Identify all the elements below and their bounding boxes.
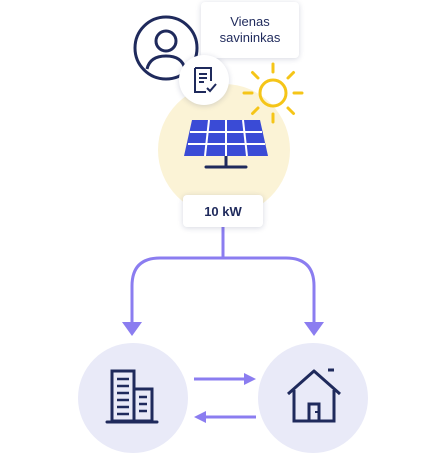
office-building-icon (105, 369, 159, 424)
document-check-icon (194, 67, 217, 93)
owner-label-line2: savininkas (219, 30, 281, 45)
to-building-arrow-head (194, 411, 206, 423)
owner-label-box: Vienas savininkas (201, 2, 299, 58)
house-circle (258, 343, 368, 453)
sun-icon (242, 62, 304, 124)
house-icon (287, 368, 341, 423)
solar-panel-icon (184, 119, 268, 169)
owner-label-line1: Vienas (230, 14, 270, 29)
to-house-arrow-head (244, 373, 256, 385)
left-arrow-head (122, 322, 142, 336)
power-label-box: 10 kW (183, 195, 263, 227)
document-badge (179, 55, 229, 105)
user-icon (133, 15, 199, 81)
left-branch-line (130, 256, 223, 322)
right-branch-line (223, 256, 316, 322)
power-label-text: 10 kW (204, 203, 242, 219)
right-arrow-head (304, 322, 324, 336)
